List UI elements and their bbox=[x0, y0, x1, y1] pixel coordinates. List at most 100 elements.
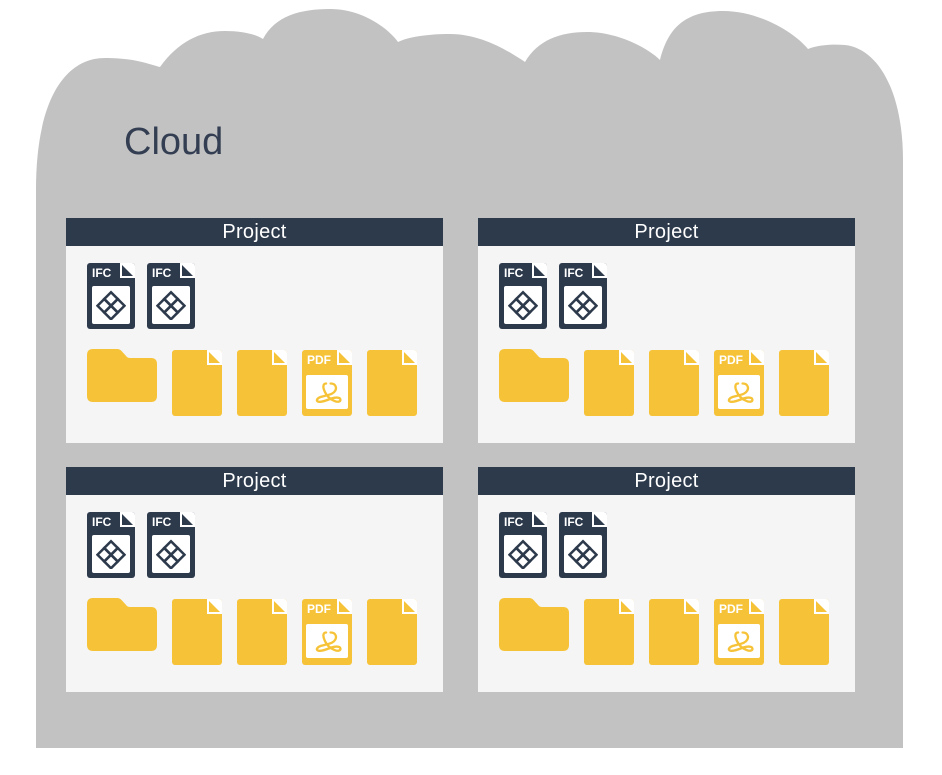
document-icon bbox=[584, 350, 634, 416]
folder-icon bbox=[87, 349, 157, 402]
document-icon bbox=[172, 599, 222, 665]
pdf-file-label: PDF bbox=[719, 353, 743, 367]
document-icon bbox=[649, 350, 699, 416]
document-icon bbox=[367, 599, 417, 665]
ifc-logo-tile bbox=[92, 535, 130, 573]
ifc-logo-tile bbox=[504, 535, 542, 573]
project-panel: Project IFC bbox=[66, 218, 443, 443]
folded-corner-flap-icon bbox=[122, 514, 133, 525]
document-icon bbox=[237, 599, 287, 665]
pdf-file-label: PDF bbox=[307, 602, 331, 616]
project-panel-header: Project bbox=[66, 467, 443, 495]
folded-corner-flap-icon bbox=[339, 601, 350, 612]
ifc-file-label: IFC bbox=[92, 266, 112, 280]
project-panel: Project IFC bbox=[478, 218, 855, 443]
ifc-logo-tile bbox=[92, 286, 130, 324]
ifc-file-label: IFC bbox=[564, 515, 584, 529]
folded-corner-flap-icon bbox=[209, 352, 220, 363]
document-icon bbox=[779, 599, 829, 665]
project-panel-header: Project bbox=[478, 218, 855, 246]
folded-corner-flap-icon bbox=[339, 352, 350, 363]
ifc-file-label: IFC bbox=[564, 266, 584, 280]
pdf-logo-tile bbox=[718, 375, 760, 409]
folded-corner-flap-icon bbox=[686, 352, 697, 363]
acrobat-swirl-icon bbox=[727, 381, 754, 403]
folded-corner-flap-icon bbox=[594, 514, 605, 525]
ifc-logo-tile bbox=[152, 535, 190, 573]
pdf-file-label: PDF bbox=[719, 602, 743, 616]
document-icon bbox=[584, 599, 634, 665]
folded-corner-flap-icon bbox=[816, 601, 827, 612]
folded-corner-flap-icon bbox=[816, 352, 827, 363]
project-panel-body: IFC IFC bbox=[478, 246, 855, 443]
folder-icon bbox=[499, 349, 569, 402]
pdf-file-icon: PDF bbox=[302, 599, 352, 665]
folded-corner-flap-icon bbox=[404, 352, 415, 363]
project-panel-body: IFC IFC bbox=[66, 495, 443, 692]
project-panel-header: Project bbox=[478, 467, 855, 495]
buildingsmart-logo-icon bbox=[508, 539, 538, 569]
project-panel-title: Project bbox=[634, 469, 699, 492]
folded-corner-flap-icon bbox=[182, 265, 193, 276]
ifc-logo-tile bbox=[564, 535, 602, 573]
project-panel-title: Project bbox=[222, 469, 287, 492]
ifc-file-icon: IFC bbox=[499, 512, 547, 578]
folder-icon bbox=[499, 598, 569, 651]
project-panel-body: IFC IFC bbox=[478, 495, 855, 692]
ifc-file-icon: IFC bbox=[87, 263, 135, 329]
acrobat-swirl-icon bbox=[315, 381, 342, 403]
project-panel-header: Project bbox=[66, 218, 443, 246]
project-panel-title: Project bbox=[222, 220, 287, 243]
folded-corner-flap-icon bbox=[621, 352, 632, 363]
buildingsmart-logo-icon bbox=[156, 290, 186, 320]
ifc-file-icon: IFC bbox=[499, 263, 547, 329]
folded-corner-flap-icon bbox=[534, 514, 545, 525]
folded-corner-flap-icon bbox=[274, 352, 285, 363]
project-panel-body: IFC IFC bbox=[66, 246, 443, 443]
ifc-file-icon: IFC bbox=[559, 263, 607, 329]
ifc-logo-tile bbox=[504, 286, 542, 324]
acrobat-swirl-icon bbox=[727, 630, 754, 652]
folded-corner-flap-icon bbox=[621, 601, 632, 612]
project-panel: Project IFC bbox=[66, 467, 443, 692]
folded-corner-flap-icon bbox=[751, 601, 762, 612]
project-panel: Project IFC bbox=[478, 467, 855, 692]
pdf-logo-tile bbox=[306, 624, 348, 658]
folded-corner-flap-icon bbox=[404, 601, 415, 612]
ifc-file-label: IFC bbox=[504, 515, 524, 529]
document-icon bbox=[367, 350, 417, 416]
ifc-file-icon: IFC bbox=[147, 512, 195, 578]
document-icon bbox=[649, 599, 699, 665]
pdf-file-icon: PDF bbox=[714, 350, 764, 416]
cloud-title: Cloud bbox=[124, 121, 224, 163]
folded-corner-flap-icon bbox=[594, 265, 605, 276]
buildingsmart-logo-icon bbox=[568, 539, 598, 569]
pdf-logo-tile bbox=[718, 624, 760, 658]
folded-corner-flap-icon bbox=[751, 352, 762, 363]
buildingsmart-logo-icon bbox=[96, 539, 126, 569]
projects-grid: Project IFC bbox=[66, 218, 855, 692]
folded-corner-flap-icon bbox=[274, 601, 285, 612]
pdf-file-icon: PDF bbox=[302, 350, 352, 416]
ifc-file-icon: IFC bbox=[87, 512, 135, 578]
pdf-file-icon: PDF bbox=[714, 599, 764, 665]
document-icon bbox=[172, 350, 222, 416]
buildingsmart-logo-icon bbox=[156, 539, 186, 569]
ifc-file-icon: IFC bbox=[147, 263, 195, 329]
document-icon bbox=[779, 350, 829, 416]
folded-corner-flap-icon bbox=[686, 601, 697, 612]
folded-corner-flap-icon bbox=[122, 265, 133, 276]
acrobat-swirl-icon bbox=[315, 630, 342, 652]
ifc-logo-tile bbox=[152, 286, 190, 324]
document-icon bbox=[237, 350, 287, 416]
folded-corner-flap-icon bbox=[534, 265, 545, 276]
pdf-file-label: PDF bbox=[307, 353, 331, 367]
project-panel-title: Project bbox=[634, 220, 699, 243]
ifc-file-label: IFC bbox=[152, 266, 172, 280]
ifc-file-label: IFC bbox=[92, 515, 112, 529]
folded-corner-flap-icon bbox=[182, 514, 193, 525]
buildingsmart-logo-icon bbox=[508, 290, 538, 320]
folded-corner-flap-icon bbox=[209, 601, 220, 612]
ifc-file-label: IFC bbox=[152, 515, 172, 529]
